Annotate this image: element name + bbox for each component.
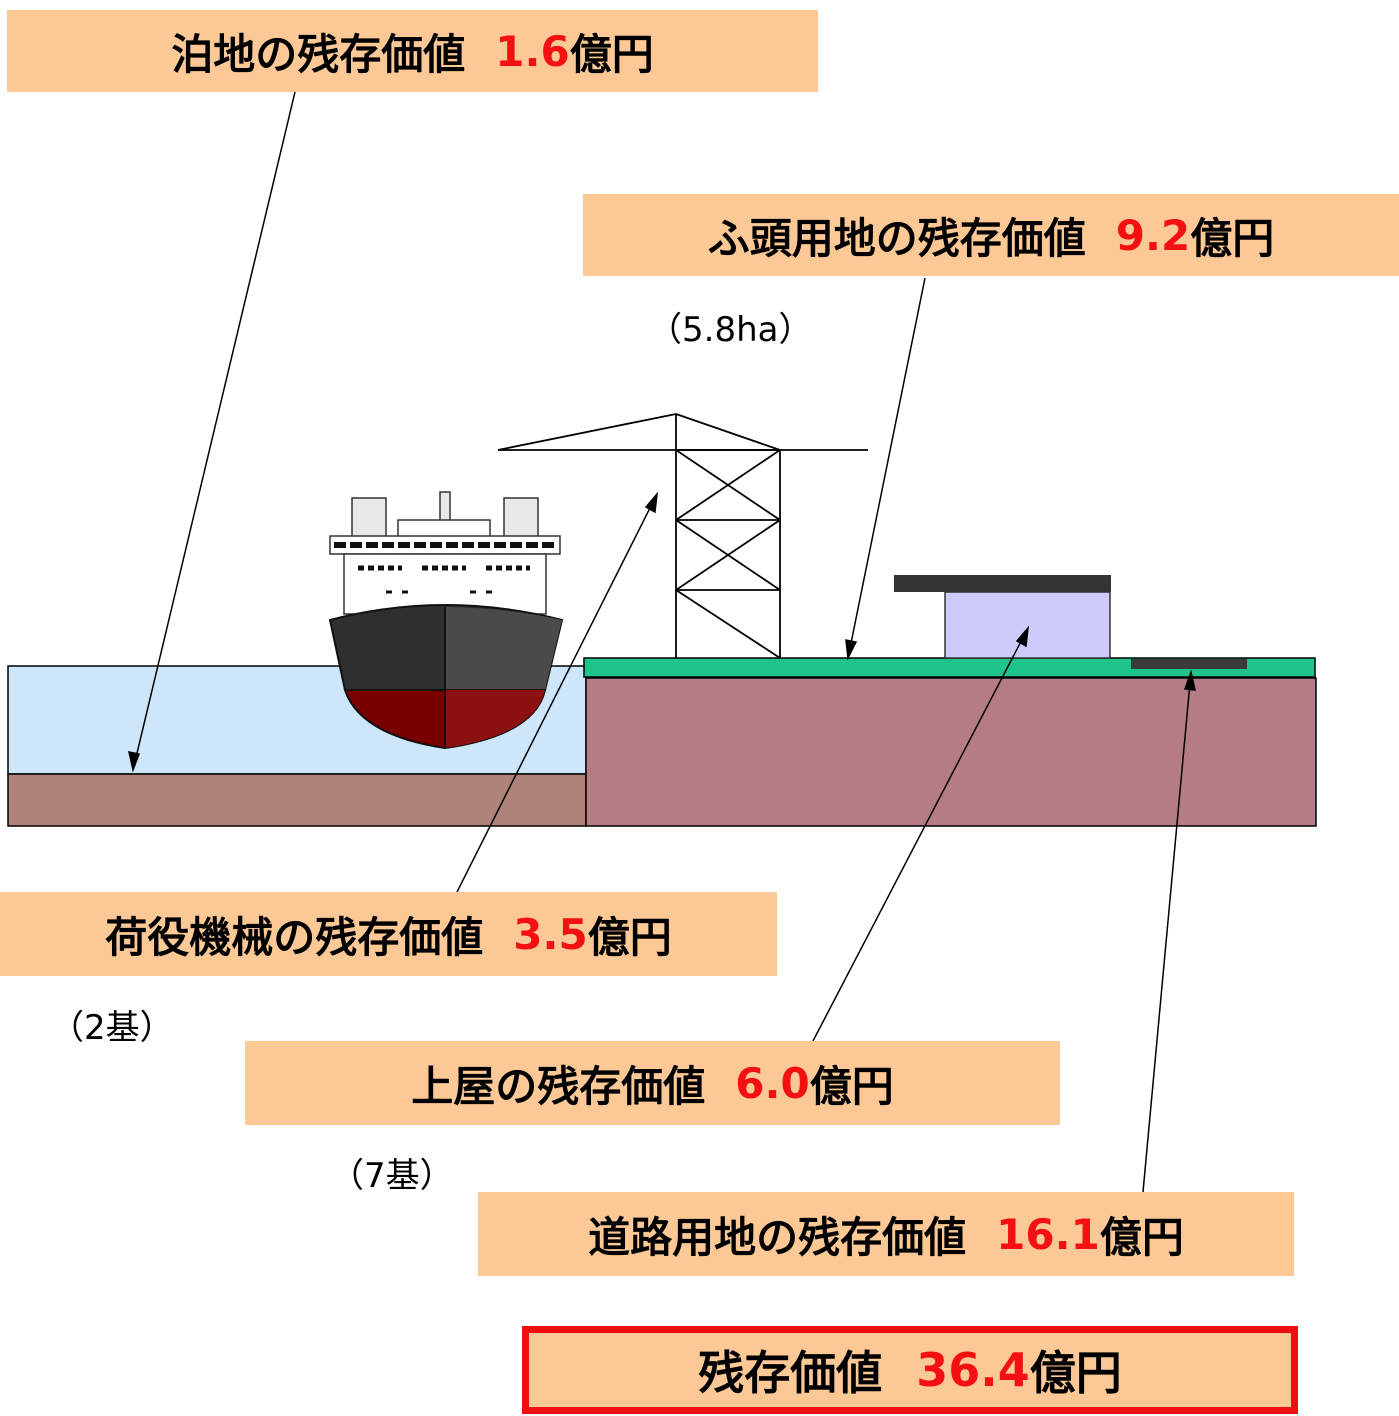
quay-body bbox=[585, 677, 1317, 827]
ship bbox=[328, 491, 564, 750]
cargo-machinery-note: （2基） bbox=[50, 1008, 174, 1048]
crane bbox=[497, 413, 868, 659]
shed-value: 6.0 bbox=[735, 1058, 810, 1108]
anchorage-label-text: 泊地の残存価値 bbox=[171, 29, 466, 79]
anchorage-leader bbox=[132, 91, 296, 771]
road-strip bbox=[1131, 659, 1247, 669]
total-label-text: 残存価値 bbox=[698, 1346, 883, 1400]
cargo-machinery-label-text: 荷役機械の残存価値 bbox=[105, 912, 484, 962]
wharf-land-note: （5.8ha） bbox=[648, 310, 813, 350]
anchorage-unit: 億円 bbox=[569, 29, 654, 79]
total-value: 36.4 bbox=[916, 1343, 1030, 1397]
machinery-arrowhead bbox=[644, 491, 659, 514]
shed-body bbox=[944, 591, 1111, 659]
wharf-land-label-text: ふ頭用地の残存価値 bbox=[707, 213, 1086, 263]
road-land-value: 16.1 bbox=[996, 1209, 1100, 1259]
wharf-land-unit: 億円 bbox=[1190, 213, 1275, 263]
road-land-unit: 億円 bbox=[1099, 1212, 1184, 1262]
anchorage-value: 1.6 bbox=[495, 26, 570, 76]
shed-arrowhead bbox=[1015, 625, 1030, 648]
shed-label-text: 上屋の残存価値 bbox=[411, 1061, 706, 1111]
cargo-machinery-value: 3.5 bbox=[513, 909, 588, 959]
seabed bbox=[7, 773, 587, 827]
shed-note: （7基） bbox=[330, 1156, 454, 1196]
machinery-leader bbox=[456, 493, 658, 893]
road-land-label-text: 道路用地の残存価値 bbox=[588, 1212, 967, 1262]
anchorage-arrowhead bbox=[128, 751, 141, 773]
shed-unit: 億円 bbox=[809, 1061, 894, 1111]
wharf-leader bbox=[847, 277, 926, 659]
total-unit: 億円 bbox=[1029, 1346, 1122, 1400]
shed-leader bbox=[812, 627, 1029, 1042]
cargo-machinery-unit: 億円 bbox=[587, 912, 672, 962]
road-arrowhead bbox=[1183, 669, 1196, 691]
leader-lines bbox=[128, 91, 1196, 1193]
wharf-land-value: 9.2 bbox=[1115, 210, 1191, 260]
road-leader bbox=[1142, 671, 1192, 1193]
shed-roof bbox=[894, 575, 1111, 592]
wharf-arrowhead bbox=[845, 639, 858, 661]
